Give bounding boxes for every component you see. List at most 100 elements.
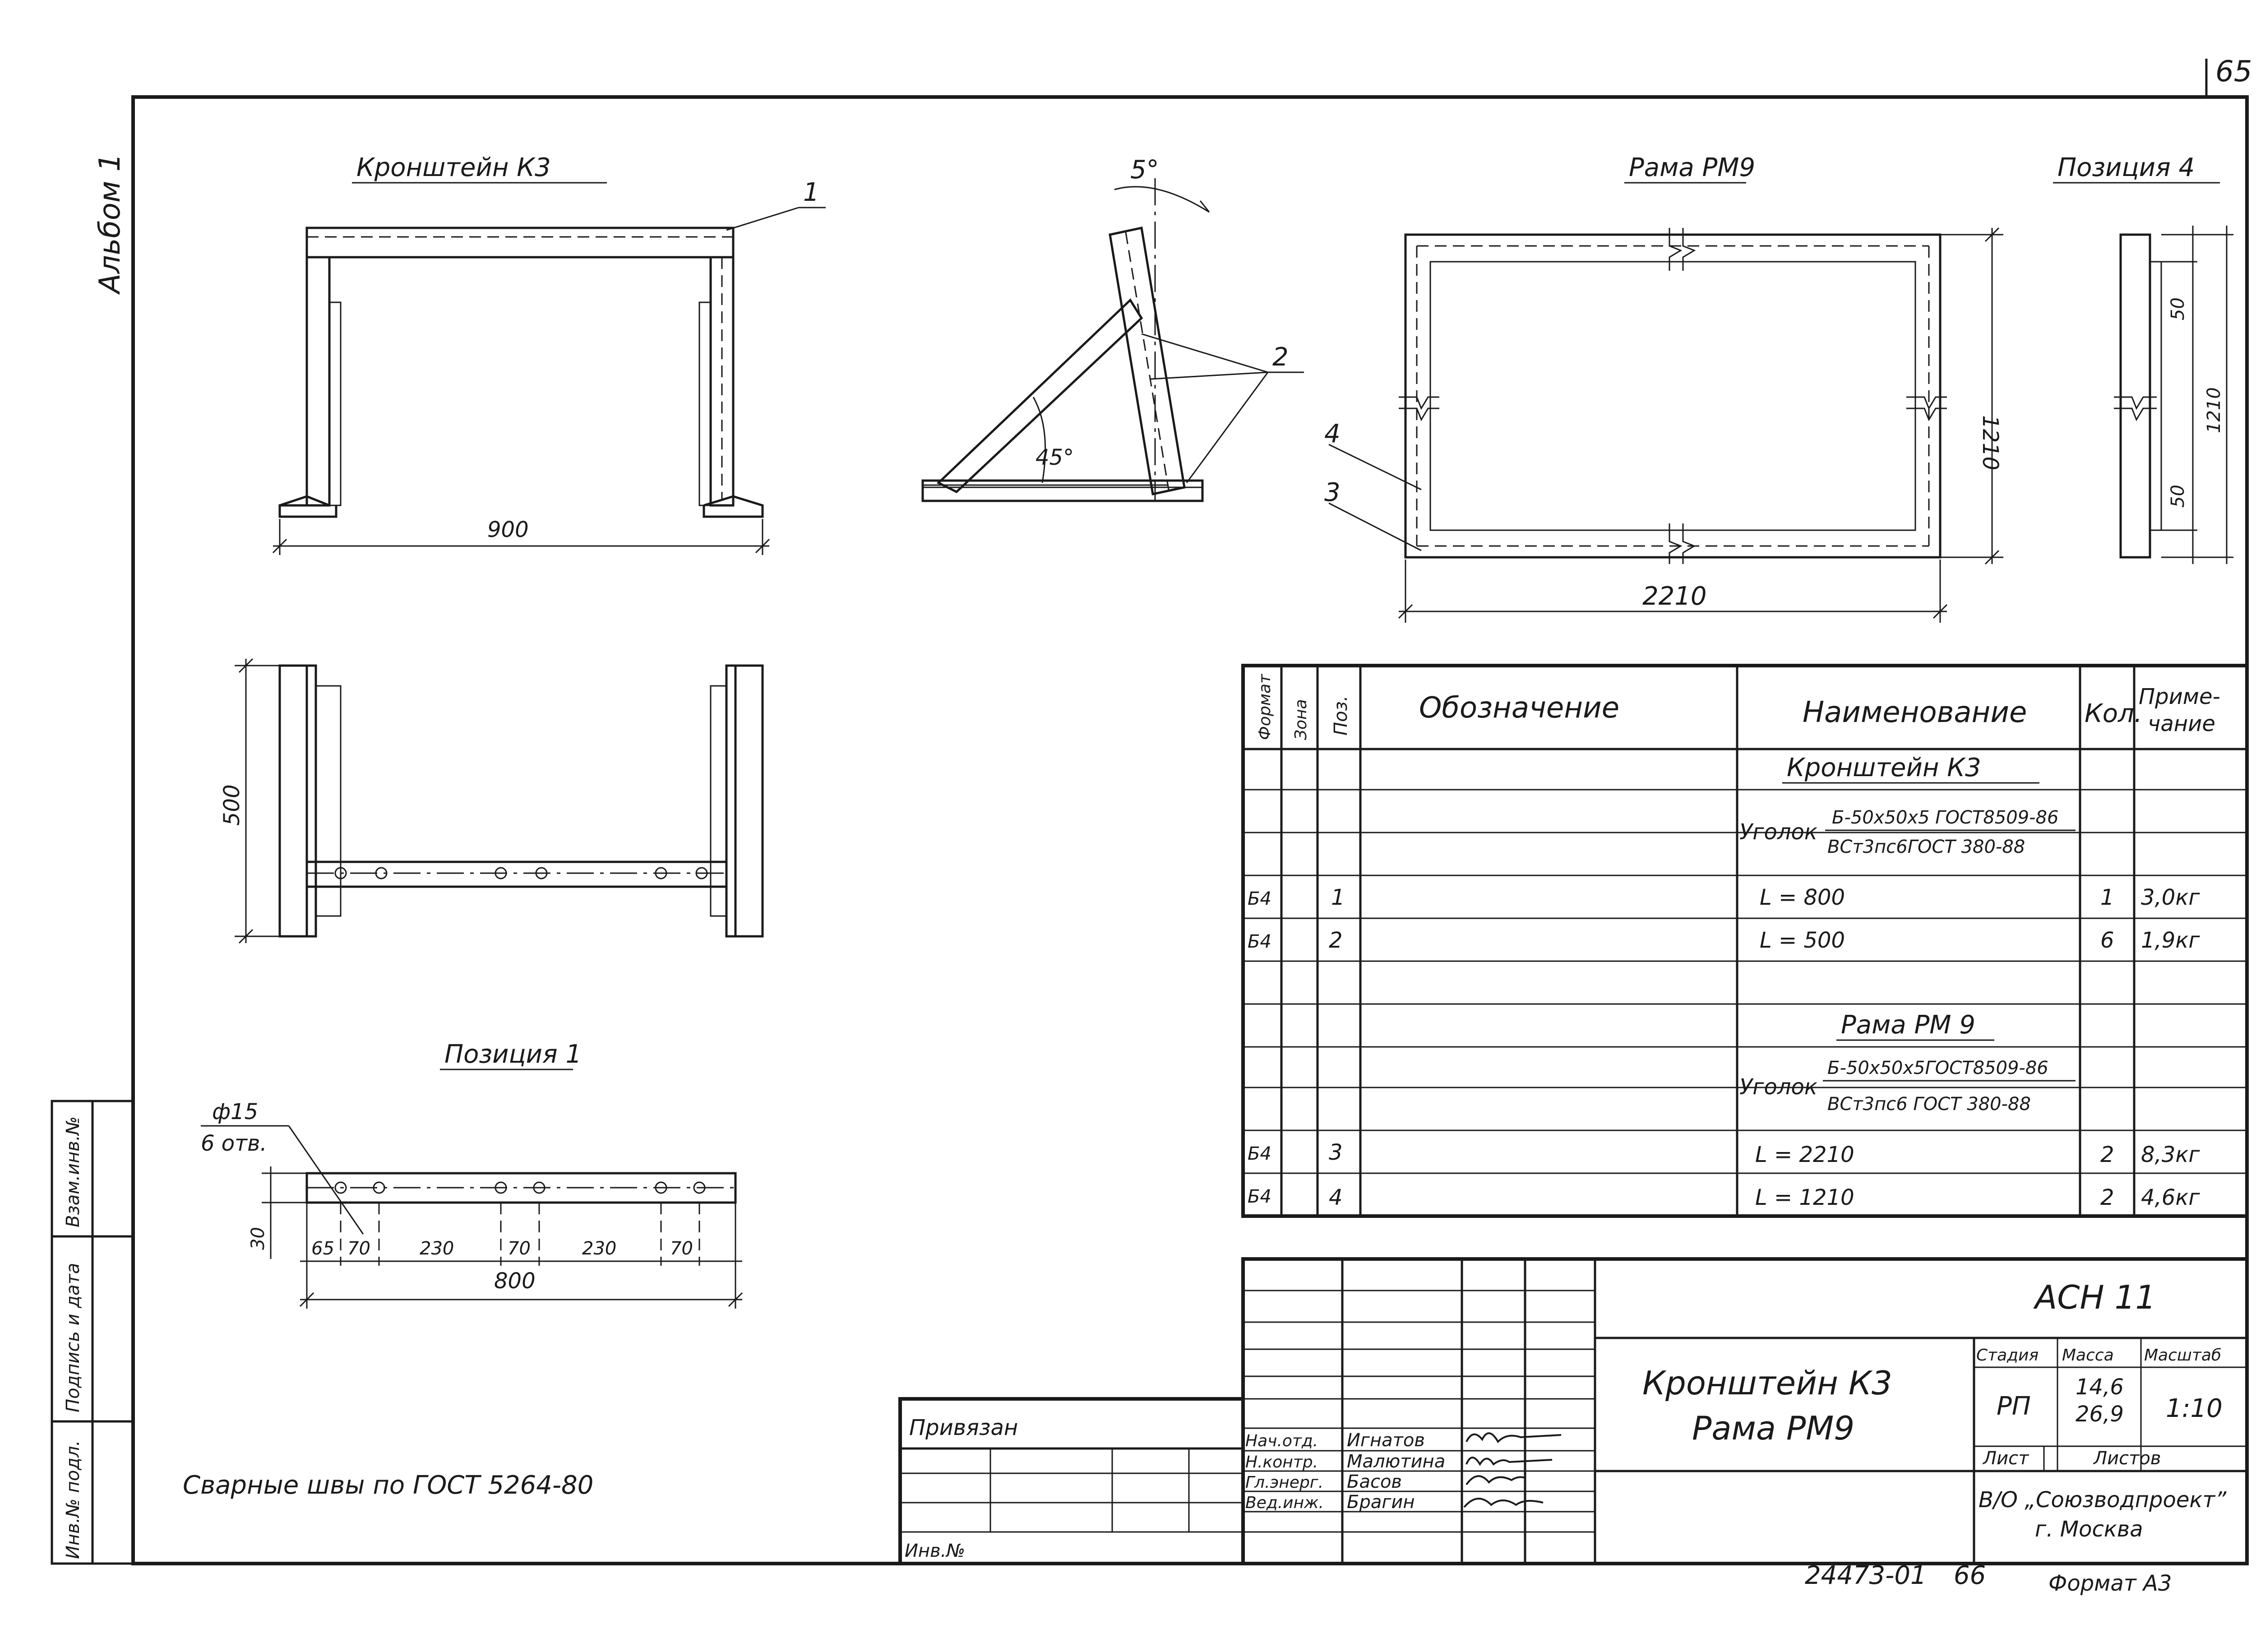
signature-1 [1465, 1432, 1562, 1444]
row4-qty: 2 [2100, 1185, 2114, 1210]
pos1-dim-800: 800 [494, 1268, 536, 1294]
row4-note: 4,6кг [2141, 1185, 2200, 1210]
col-name: Наименование [1803, 696, 2027, 729]
row3-name: L = 2210 [1755, 1142, 1854, 1167]
staff-role-3: Гл.энерг. [1245, 1473, 1323, 1492]
stage-value: РП [1997, 1392, 2031, 1421]
angle-detail-view: 5° 45° 2 [921, 155, 1304, 502]
col-designation: Обозначение [1419, 691, 1619, 725]
row1-pos: 1 [1331, 885, 1345, 910]
row1-name: L = 800 [1760, 885, 1845, 910]
bound-label: Привязан [909, 1415, 1018, 1440]
signature-4 [1463, 1498, 1544, 1508]
pos4-dim-50-bottom: 50 [2168, 485, 2188, 508]
stamp-replaced-inv: Взам.инв.№ [63, 1116, 83, 1227]
frame-title: Рама РМ9 [1629, 153, 1755, 182]
row2-qty: 6 [2100, 928, 2114, 953]
col-note-2: чание [2148, 711, 2215, 736]
album-label: Альбом 1 [93, 153, 127, 295]
col-pos: Поз. [1331, 695, 1351, 736]
row2-name: L = 500 [1760, 928, 1845, 953]
frame-callout-3: 3 [1324, 478, 1341, 507]
staff-role-1: Нач.отд. [1245, 1432, 1318, 1450]
row1-qty: 1 [2100, 885, 2114, 910]
position-4-view: Позиция 4 50 1210 50 [2053, 153, 2233, 564]
signature-3 [1465, 1475, 1526, 1485]
col-format: Формат [1256, 674, 1274, 740]
staff-name-1: Игнатов [1347, 1430, 1425, 1451]
row4-name: L = 1210 [1755, 1185, 1854, 1210]
section2-title: Рама РМ 9 [1841, 1010, 1975, 1040]
org-line1: В/О „Союзводпроект” [1979, 1487, 2227, 1513]
mass-value-2: 26,9 [2076, 1402, 2124, 1427]
row3-note: 8,3кг [2141, 1142, 2200, 1167]
drawing-name-line1: Кронштейн К3 [1642, 1364, 1892, 1402]
section2-material-bottom: ВСт3пс6 ГОСТ 380-88 [1827, 1094, 2031, 1115]
bracket-title: Кронштейн К3 [356, 153, 551, 182]
section2-material-top: Б-50х50х5ГОСТ8509-86 [1827, 1058, 2048, 1078]
pos1-hole-diameter: ф15 [212, 1099, 258, 1124]
position-1-view: Позиция 1 ф15 6 отв. 30 65 70 230 70 230… [201, 1040, 743, 1309]
angle-callout-2: 2 [1272, 342, 1289, 372]
pos1-dim-230-a: 230 [420, 1238, 454, 1259]
pos1-dim-70-b: 70 [508, 1238, 531, 1259]
sheet-format: Формат А3 [2048, 1571, 2172, 1596]
scale-label: Масштаб [2144, 1346, 2221, 1365]
pos1-dim-230-b: 230 [582, 1238, 616, 1259]
org-line2: г. Москва [2035, 1517, 2143, 1542]
staff-role-4: Вед.инж. [1245, 1494, 1324, 1512]
staff-name-3: Басов [1347, 1472, 1402, 1492]
frame-dim-1210: 1210 [1978, 415, 2003, 470]
pos1-dim-70-a: 70 [347, 1238, 370, 1259]
bracket-plan-view: 500 [219, 658, 764, 944]
scale-value: 1:10 [2166, 1394, 2223, 1423]
pos1-dim-70-c: 70 [670, 1238, 693, 1259]
stamp-signature-date: Подпись и дата [63, 1263, 83, 1412]
staff-name-2: Малютина [1347, 1451, 1445, 1472]
staff-name-4: Брагин [1347, 1492, 1415, 1513]
row2-note: 1,9кг [2141, 928, 2200, 953]
row1-format: Б4 [1248, 888, 1271, 909]
row4-pos: 4 [1329, 1185, 1343, 1210]
section2-material-label: Уголок [1739, 1074, 1817, 1100]
pos1-holes-count: 6 отв. [201, 1131, 267, 1156]
mass-label: Масса [2062, 1346, 2114, 1365]
frame-rm9-view: Рама РМ9 4 3 2210 1210 [1324, 153, 2003, 623]
col-note-1: Приме- [2139, 684, 2220, 709]
bracket-front-view: Кронштейн К3 1 900 [272, 153, 826, 555]
drawing-name-line2: Рама РМ9 [1692, 1409, 1854, 1447]
weld-note: Сварные швы по ГОСТ 5264-80 [183, 1471, 593, 1500]
pos4-dim-50-top: 50 [2168, 297, 2188, 320]
angle-5-degrees: 5° [1130, 155, 1159, 185]
spec-table: Формат Зона Поз. Обозначение Наименовани… [1241, 664, 2249, 1218]
bracket-callout-1: 1 [803, 178, 819, 207]
doc-code: АСН 11 [2033, 1278, 2156, 1316]
angle-45-degrees: 45° [1036, 445, 1074, 470]
row3-qty: 2 [2100, 1142, 2114, 1167]
row1-note: 3,0кг [2141, 885, 2200, 910]
sheet-label: Лист [1982, 1448, 2029, 1469]
row3-pos: 3 [1329, 1140, 1343, 1165]
pos4-dim-1210: 1210 [2204, 387, 2224, 433]
plan-dim-500: 500 [219, 784, 245, 826]
doc-number: 24473-01 [1805, 1561, 1927, 1590]
frame-dim-2210: 2210 [1642, 582, 1707, 611]
section1-material-bottom: ВСт3пс6ГОСТ 380-88 [1827, 837, 2025, 857]
stage-label: Стадия [1976, 1346, 2039, 1365]
bracket-dim-900: 900 [487, 517, 529, 542]
row2-pos: 2 [1329, 928, 1343, 953]
col-qty: Кол. [2085, 699, 2142, 728]
stamp-original-inv: Инв.№ подл. [63, 1440, 83, 1559]
section1-material-top: Б-50х50х5 ГОСТ8509-86 [1832, 807, 2058, 828]
title-block: АСН 11 Кронштейн К3 Рама РМ9 Стадия Масс… [898, 1257, 2249, 1565]
pos1-dim-65: 65 [311, 1238, 334, 1259]
sheet-number: 65 [2215, 55, 2252, 88]
section1-material-label: Уголок [1739, 819, 1817, 845]
staff-role-2: Н.контр. [1245, 1453, 1318, 1472]
section1-title: Кронштейн К3 [1787, 753, 1981, 782]
inv-label: Инв.№ [905, 1541, 965, 1561]
signature-2 [1465, 1457, 1553, 1466]
sheets-label: Листов [2093, 1448, 2161, 1469]
row3-format: Б4 [1248, 1143, 1271, 1164]
